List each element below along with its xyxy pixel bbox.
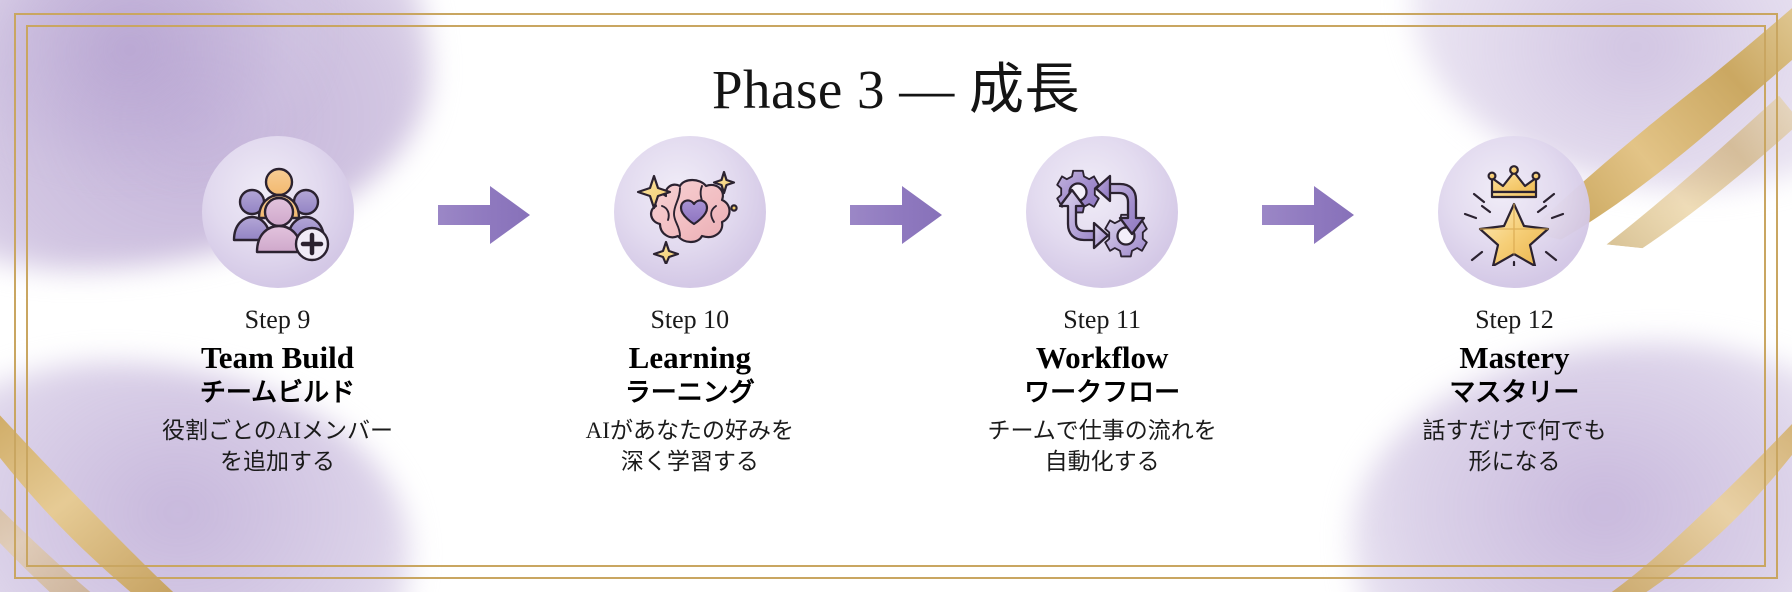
arrow-right-icon [849, 186, 942, 244]
step-icon-bubble-1 [201, 136, 354, 288]
step-title-en-1: Team Build [200, 339, 355, 375]
page-title: Phase 3 — 成長 [711, 59, 1081, 120]
step-icon-bubble-4 [1438, 136, 1591, 288]
step-title-jp-1: チームビルド [199, 378, 356, 408]
step-number-3: Step 11 [1063, 305, 1141, 334]
arrow-right-icon [437, 186, 530, 244]
steps-row: Step 9 Team Build チームビルド 役割ごとのAIメンバー を追加… [150, 136, 1642, 477]
step-title-jp-2: ラーニング [624, 378, 755, 408]
brain-sparkle-icon [636, 170, 738, 264]
gears-cycle-icon [1056, 169, 1148, 258]
arrow-2 [842, 184, 950, 246]
step-number-4: Step 12 [1475, 305, 1554, 334]
step-number-2: Step 10 [650, 305, 730, 334]
step-description-3: チームで仕事の流れを 自動化する [987, 418, 1217, 474]
step-title-en-4: Mastery [1459, 339, 1570, 375]
arrow-1 [430, 184, 538, 246]
step-title-jp-4: マスタリー [1449, 378, 1580, 408]
frame-outer-border [14, 13, 1778, 579]
frame-inner-border [26, 25, 1766, 567]
step-description-2: AIがあなたの好みを 深く学習する [585, 418, 794, 474]
crown-star-icon [1464, 165, 1565, 266]
step-title-jp-3: ワークフロー [1024, 378, 1181, 408]
step-card-4[interactable]: Step 12 Mastery マスタリー 話すだけで何でも 形になる [1387, 136, 1642, 477]
step-icon-bubble-2 [613, 136, 766, 288]
step-card-2[interactable]: Step 10 Learning ラーニング AIがあなたの好みを 深く学習する [562, 136, 817, 477]
arrow-3 [1254, 184, 1362, 246]
step-title-en-3: Workflow [1035, 339, 1169, 375]
team-people-add-icon [232, 167, 329, 262]
step-description-1: 役割ごとのAIメンバー を追加する [161, 418, 394, 474]
step-description-4: 話すだけで何でも 形になる [1422, 418, 1607, 474]
step-icon-bubble-3 [1026, 136, 1179, 288]
step-number-1: Step 9 [244, 305, 311, 334]
step-title-en-2: Learning [628, 339, 751, 375]
arrow-right-icon [1262, 186, 1355, 244]
step-card-3[interactable]: Step 11 Workflow ワークフロー チームで仕事の流れを 自動化する [975, 136, 1230, 477]
step-card-1[interactable]: Step 9 Team Build チームビルド 役割ごとのAIメンバー を追加… [150, 136, 405, 477]
